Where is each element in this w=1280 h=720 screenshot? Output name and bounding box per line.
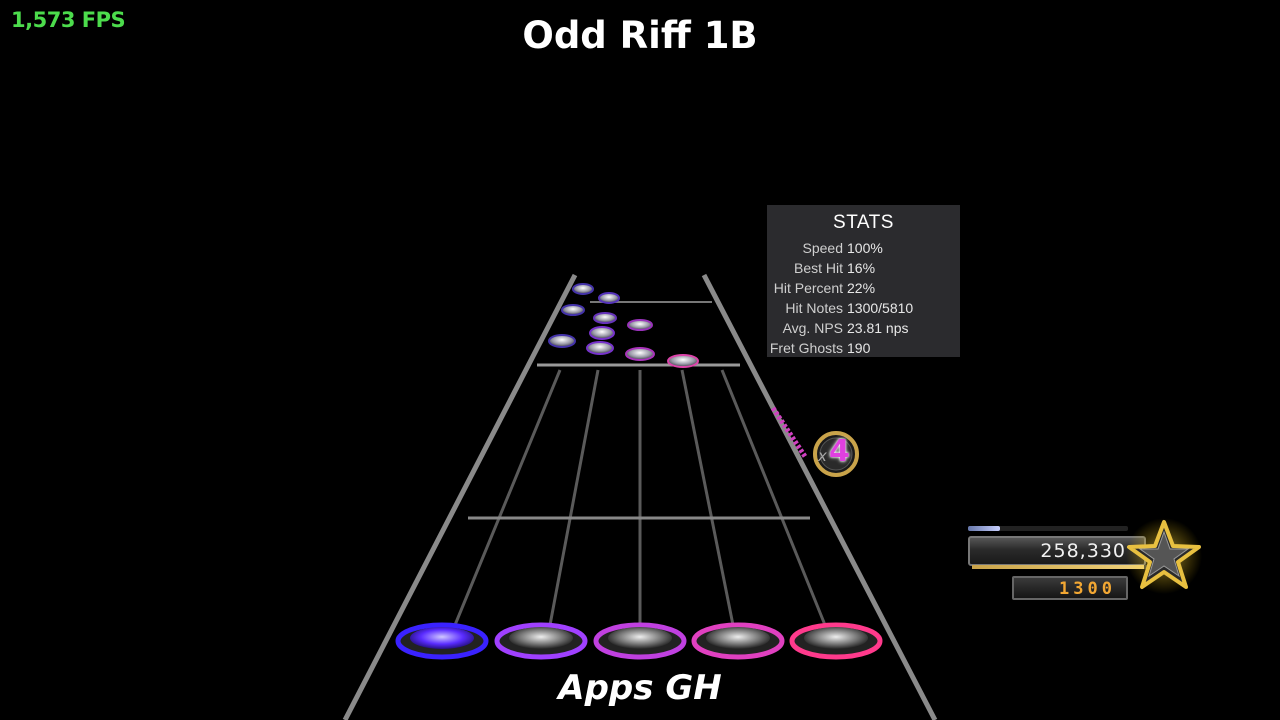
stat-value: 1300/5810 <box>847 300 914 316</box>
fret-button-2 <box>494 622 588 660</box>
stat-label: Speed <box>802 240 843 256</box>
highway-rail-right <box>701 273 938 720</box>
multiplier-value: 4 <box>829 434 850 469</box>
fret-button-3 <box>593 622 687 660</box>
highway-rail-left <box>342 273 578 720</box>
string-1 <box>453 369 562 626</box>
multiplier-badge <box>813 431 859 477</box>
stat-label: Hit Percent <box>773 280 843 296</box>
note <box>667 354 699 368</box>
notes <box>548 283 699 368</box>
streak-value: 1300 <box>1059 579 1116 599</box>
star-power-bar-fill <box>968 526 1000 531</box>
note <box>625 347 655 361</box>
stat-row-avg-nps: Avg. NPS 23.81 nps <box>767 318 960 338</box>
star-icon <box>1126 518 1202 594</box>
stat-row-hit-percent: Hit Percent 22% <box>767 278 960 298</box>
fret-button-1 <box>395 622 489 660</box>
stat-label: Fret Ghosts <box>769 340 843 356</box>
stat-label: Avg. NPS <box>782 320 843 336</box>
fret-buttons <box>395 622 883 660</box>
score-box: 258,330 <box>968 536 1146 566</box>
note <box>593 312 617 324</box>
stats-panel: STATS Speed 100% Best Hit 16% Hit Percen… <box>767 205 960 357</box>
star-progress-bar <box>972 565 1148 569</box>
streak-box: 1300 <box>1012 576 1128 600</box>
stat-value: 100% <box>847 240 883 256</box>
star-progress-bar-fill <box>972 565 1145 569</box>
fret-button-4 <box>691 622 785 660</box>
note <box>627 319 653 331</box>
stat-value: 190 <box>847 340 871 356</box>
score-value: 258,330 <box>1040 540 1126 562</box>
star-power-bar <box>968 526 1128 531</box>
stat-row-speed: Speed 100% <box>767 238 960 258</box>
stats-title: STATS <box>833 212 894 233</box>
fps-counter: 1,573 FPS <box>11 8 126 32</box>
stat-row-fret-ghosts: Fret Ghosts 190 <box>767 338 960 358</box>
highway-strings <box>453 369 827 626</box>
stat-label: Hit Notes <box>785 300 843 316</box>
player-name: Apps GH <box>558 668 722 708</box>
note <box>548 334 576 348</box>
stat-row-hit-notes: Hit Notes 1300/5810 <box>767 298 960 318</box>
string-2 <box>548 369 600 626</box>
multiplier-prefix: x <box>818 447 827 465</box>
fret-button-5 <box>789 622 883 660</box>
note <box>586 341 614 355</box>
string-4 <box>680 369 735 626</box>
stat-label: Best Hit <box>793 260 843 276</box>
note <box>589 326 615 340</box>
stat-value: 16% <box>847 260 876 276</box>
string-5 <box>720 369 827 626</box>
stat-row-best-hit: Best Hit 16% <box>767 258 960 278</box>
stat-value: 23.81 nps <box>847 320 909 336</box>
stat-value: 22% <box>847 280 876 296</box>
song-title: Odd Riff 1B <box>522 14 758 57</box>
note <box>598 292 620 304</box>
note <box>572 283 594 295</box>
note <box>561 304 585 316</box>
